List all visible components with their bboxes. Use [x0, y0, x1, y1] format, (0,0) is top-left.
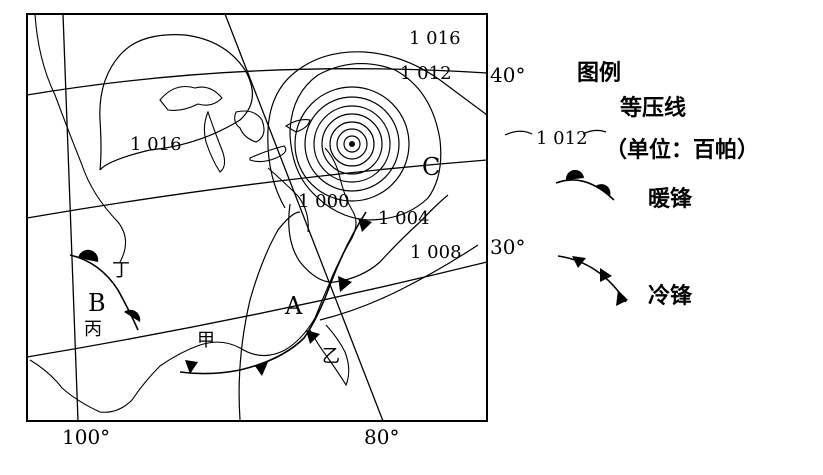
isobar-1016-west: [99, 34, 253, 171]
legend-warm-front-semicircle-2: [596, 184, 611, 196]
legend-warm-front-label: 暖锋: [648, 186, 693, 212]
point-label-C: C: [422, 153, 440, 181]
isobar-label-1004: 1 004: [378, 208, 430, 229]
legend-warm-front-line: [555, 179, 615, 201]
lat-label-40: 40°: [490, 63, 525, 87]
legend-isobar-title: 等压线: [620, 95, 686, 121]
longitude-line-100: [62, 14, 79, 421]
east-coast-inland-outline: [267, 167, 309, 233]
cyclone-center-isobars: [294, 86, 410, 202]
longitude-line-80: [224, 14, 384, 421]
legend-cold-front-label: 冷锋: [648, 283, 693, 309]
point-label-ding: 丁: [112, 260, 130, 281]
point-label-A: A: [284, 292, 303, 320]
latitude-line-midgrid: [27, 159, 487, 219]
isobar-label-1016-east: 1 016: [409, 28, 461, 49]
legend-isobar-unit: （单位：百帕）: [605, 137, 759, 163]
cold-front-triangles: [185, 218, 372, 376]
isobar-1012: [289, 63, 442, 221]
warm-front-line: [69, 254, 139, 331]
isobar-label-1016-west: 1 016: [130, 134, 182, 155]
lake-ontario-outline: [284, 119, 311, 133]
point-label-yi: 乙: [322, 346, 340, 367]
isobar-label-1012: 1 012: [400, 63, 452, 84]
legend-cold-front-line: [557, 255, 627, 303]
gulf-coast-outline: [29, 147, 357, 413]
legend-isobar-line-right: [582, 129, 607, 135]
point-label-jia: 甲: [197, 330, 215, 351]
point-label-B: B: [88, 289, 106, 317]
lon-label-80: 80°: [364, 425, 399, 449]
latitude-line-40: [27, 68, 487, 96]
legend-cold-front-triangle-3: [616, 290, 628, 306]
warm-front-semicircles: [78, 249, 141, 322]
lon-label-100: 100°: [62, 425, 110, 449]
isobar-1016-east: [267, 51, 487, 209]
legend-isobar-sample: 1 012: [536, 128, 588, 149]
lake-huron-outline: [234, 110, 265, 143]
isobar-1008: [319, 244, 479, 321]
legend-warm-front-semicircle-1: [565, 169, 584, 180]
legend-title: 图例: [577, 61, 621, 86]
legend-cold-front-triangle-2: [600, 268, 612, 282]
isobar-label-1008: 1 008: [410, 242, 462, 263]
lake-michigan-outline: [203, 110, 226, 173]
legend-cold-front-triangle-1: [572, 256, 586, 268]
cold-front-line: [179, 211, 367, 375]
isobar-label-1000: 1 000: [298, 191, 350, 212]
legend: 图例 等压线 1 012 （单位：百帕） 暖锋 冷锋: [504, 61, 759, 309]
point-label-bing: 丙: [84, 319, 102, 340]
legend-isobar-line-left: [504, 130, 533, 136]
lake-superior-outline: [159, 85, 223, 111]
florida-outline: [309, 324, 350, 387]
isobar-1004-west-arm: [238, 211, 301, 421]
west-coast-outline: [34, 14, 127, 263]
isobar-1004: [288, 194, 449, 283]
lat-label-30: 30°: [490, 235, 525, 259]
